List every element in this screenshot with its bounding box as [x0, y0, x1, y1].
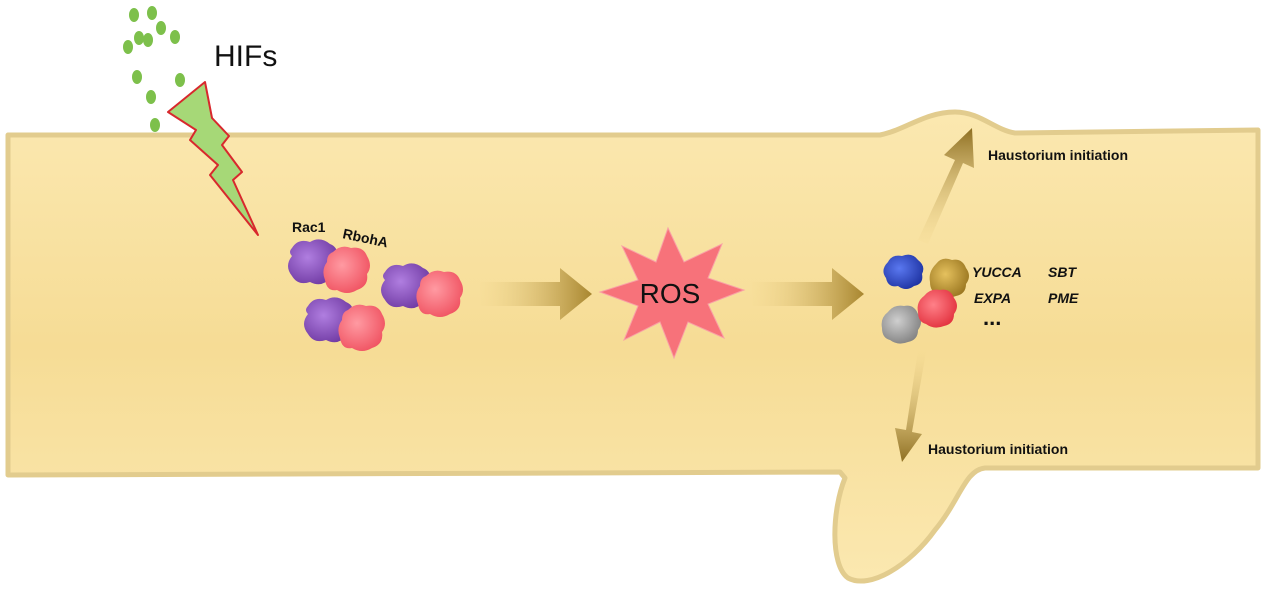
label-rac1: Rac1 [292, 219, 326, 235]
label-haustorium-top: Haustorium initiation [988, 147, 1128, 163]
gene-label-sbt: SBT [1048, 264, 1077, 280]
root-body [5, 109, 1261, 584]
gene-label-yucca: YUCCA [972, 264, 1022, 280]
gene-label-pme: PME [1048, 290, 1079, 306]
red-protein-icon [917, 289, 957, 328]
label-hifs: HIFs [214, 40, 277, 73]
lightning-bolt-icon [167, 81, 259, 236]
rac1-rbohA-complex-3 [304, 297, 385, 351]
hif-dots [123, 6, 185, 132]
gene-products [881, 254, 969, 344]
rac1-rbohA-complex-1 [288, 239, 370, 293]
label-ros: ROS [640, 278, 701, 309]
gold-protein-icon [929, 258, 969, 298]
gene-ellipsis: ... [983, 305, 1001, 330]
arrow-up-haustorium [918, 128, 974, 244]
gray-protein-icon [881, 305, 921, 344]
blue-protein-icon [883, 254, 924, 289]
label-haustorium-bottom: Haustorium initiation [928, 441, 1068, 457]
arrow-to-ros [480, 268, 592, 320]
ros-burst-icon [598, 226, 746, 360]
arrow-to-genes [752, 268, 864, 320]
arrow-down-haustorium [895, 350, 926, 462]
rac1-rbohA-complex-2 [381, 263, 463, 317]
gene-label-expa: EXPA [974, 290, 1011, 306]
